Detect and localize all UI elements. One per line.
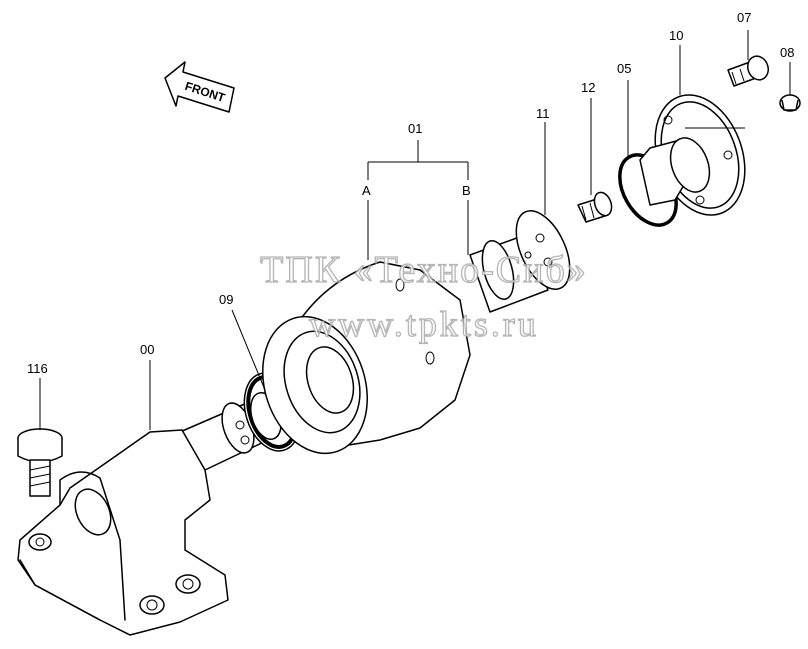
label-09: 09: [219, 292, 233, 307]
part-labels: 07 08 10 05 12 11 01 A B 09 00 116: [27, 10, 794, 376]
watermark: ТПК «Техно-Сиб» www.tpkts.ru: [260, 248, 588, 344]
front-direction-arrow: FRONT: [164, 61, 235, 113]
roller-01: [262, 234, 549, 455]
label-11: 11: [536, 106, 550, 121]
label-116: 116: [27, 361, 48, 376]
label-08: 08: [780, 45, 794, 60]
label-b: B: [462, 183, 471, 198]
label-05: 05: [617, 61, 631, 76]
label-00: 00: [140, 342, 154, 357]
label-a: A: [362, 183, 371, 198]
bolt-12: [577, 191, 613, 223]
watermark-company: ТПК «Техно-Сиб»: [260, 249, 588, 291]
bolt-07: [727, 55, 770, 87]
watermark-url: www.tpkts.ru: [309, 304, 539, 344]
bolt-116: [17, 428, 63, 497]
cover-10: [639, 94, 746, 216]
label-10: 10: [669, 28, 683, 43]
label-12: 12: [581, 80, 595, 95]
label-01: 01: [408, 121, 422, 136]
plate-11: [515, 210, 571, 290]
plug-08: [779, 94, 801, 112]
label-07: 07: [737, 10, 751, 25]
leader-lines: [39, 30, 791, 430]
